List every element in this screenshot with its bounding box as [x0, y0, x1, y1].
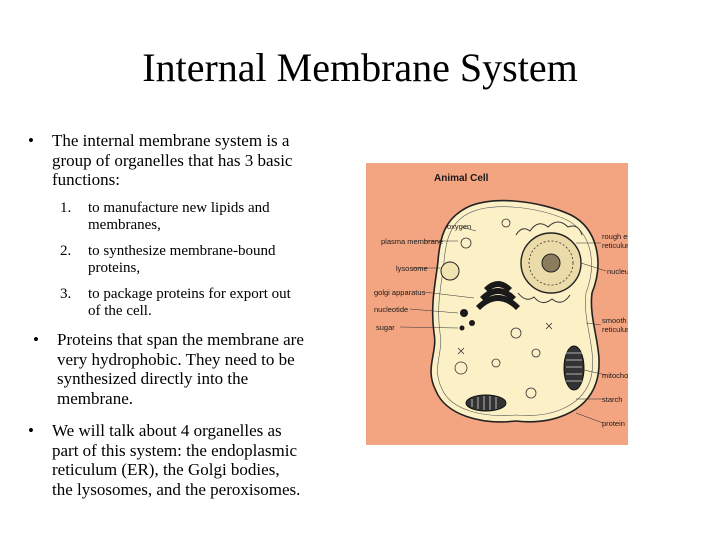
- bullet-line: membrane.: [57, 388, 133, 408]
- bullet-dot: •: [28, 421, 34, 440]
- function-line: proteins,: [88, 259, 141, 276]
- bullet-line: functions:: [52, 170, 120, 189]
- function-line: to synthesize membrane-bound: [88, 243, 276, 259]
- mitochondrion: [563, 345, 585, 391]
- label-protein: protein: [602, 419, 625, 428]
- function-item-2: 2. to synthesize membrane-bound proteins…: [60, 243, 358, 276]
- label-mitochondrion: mitochondrion: [602, 371, 628, 380]
- bullet-3: • We will talk about 4 organelles as par…: [28, 421, 362, 499]
- figure-title: Animal Cell: [434, 173, 489, 184]
- rough-er: [517, 292, 571, 303]
- function-line: to manufacture new lipids and: [88, 200, 270, 216]
- label-golgi-apparatus: golgi apparatus: [374, 288, 426, 297]
- label-plasma-membrane: plasma membrane: [381, 237, 443, 246]
- function-number: 1.: [60, 200, 72, 216]
- label-rough-er: rough endoplasmic: [602, 232, 628, 241]
- bullet-line: the lysosomes, and the peroxisomes.: [52, 479, 301, 499]
- function-number: 3.: [60, 286, 72, 302]
- small-organelles: [454, 218, 553, 399]
- lysosome: [440, 261, 460, 281]
- bullet-dot: •: [33, 330, 39, 349]
- bullet-line: Proteins that span the membrane are: [57, 330, 304, 349]
- bullet-line: synthesized directly into the: [57, 369, 249, 388]
- function-line: membranes,: [88, 216, 161, 233]
- bullet-1: • The internal membrane system is a grou…: [28, 131, 352, 190]
- leader-lines: [399, 226, 607, 424]
- function-line: to package proteins for export out: [88, 286, 291, 302]
- animal-cell-diagram: Animal Cell: [374, 173, 671, 428]
- mitochondrion: [465, 394, 507, 412]
- golgi-apparatus: [459, 281, 520, 331]
- rough-er: [515, 221, 583, 236]
- bullet-line: We will talk about 4 organelles as: [52, 421, 282, 440]
- bullet-dot: •: [28, 131, 34, 150]
- label-lysosome: lysosome: [396, 264, 428, 273]
- label-sugar: sugar: [376, 323, 395, 332]
- function-line: of the cell.: [88, 302, 152, 319]
- function-item-3: 3. to package proteins for export out of…: [60, 286, 358, 319]
- bullet-line: group of organelles that has 3 basic: [52, 150, 293, 170]
- label-oxygen: oxygen: [447, 222, 471, 231]
- label-nucleotide: nucleotide: [374, 305, 408, 314]
- function-item-1: 1. to manufacture new lipids and membran…: [60, 200, 358, 233]
- bullet-line: part of this system: the endoplasmic: [52, 440, 298, 460]
- function-number: 2.: [60, 243, 72, 259]
- animal-cell-figure: Animal Cell: [366, 163, 671, 445]
- bullet-line: very hydrophobic. They need to be: [57, 349, 295, 369]
- bullet-line: The internal membrane system is a: [52, 131, 290, 150]
- slide-title: Internal Membrane System: [142, 45, 578, 90]
- label-rough-er-2: reticulum: [602, 241, 628, 250]
- nucleus-inner: [528, 240, 574, 286]
- bullet-line: reticulum (ER), the Golgi bodies,: [52, 460, 280, 479]
- bullet-2: • Proteins that span the membrane are ve…: [33, 330, 357, 408]
- nucleolus: [541, 253, 561, 273]
- label-starch: starch: [602, 395, 622, 404]
- label-smooth-er: smooth endoplasmic: [602, 316, 628, 325]
- label-smooth-er-2: reticulum: [602, 325, 628, 334]
